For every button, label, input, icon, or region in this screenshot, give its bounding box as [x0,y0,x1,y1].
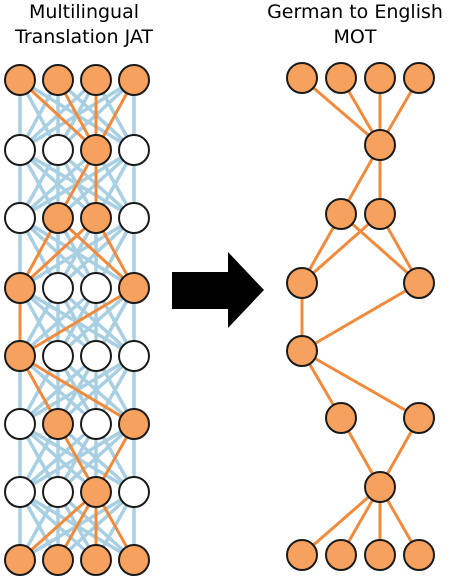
mot-node [286,539,318,571]
mot-edge [340,212,420,285]
jat-inactive-node [4,408,36,440]
jat-active-edge [19,354,135,426]
jat-active-node [42,202,74,234]
mot-edges [300,76,421,557]
jat-inactive-edge [19,216,135,290]
jat-network [4,64,150,576]
jat-active-node [80,64,112,96]
mot-node [403,402,435,434]
mot-edge [301,281,420,353]
jat-active-node [42,408,74,440]
jat-inactive-node [42,476,74,508]
mot-node [403,62,435,94]
jat-active-node [4,64,36,96]
jat-inactive-edge [56,422,136,494]
jat-active-node [118,64,150,96]
jat-inactive-edges [18,78,136,562]
mot-edge [301,485,381,557]
left-panel-title: Multilingual Translation JAT [0,0,168,50]
jat-active-node [80,134,112,166]
mot-edge [301,212,381,285]
jat-inactive-edge [18,286,98,358]
jat-inactive-node [4,476,36,508]
jat-inactive-node [118,476,150,508]
jat-active-node [118,272,150,304]
right-arrow-icon [172,252,264,328]
mot-nodes [286,62,435,571]
jat-active-node [4,272,36,304]
jat-inactive-edge [56,354,136,426]
mot-edge [301,349,420,420]
jat-active-node [4,544,36,576]
jat-active-edge [18,490,98,562]
right-panel-title: German to English MOT [250,0,460,50]
jat-active-node [118,544,150,576]
jat-inactive-node [80,340,112,372]
jat-active-edge [19,286,135,358]
mot-node [325,198,357,230]
jat-inactive-node [4,134,36,166]
mot-node [364,62,396,94]
jat-inactive-edge [18,422,98,494]
jat-inactive-node [80,272,112,304]
mot-node [364,539,396,571]
jat-inactive-edge [56,286,136,358]
jat-active-edge [56,216,136,290]
jat-inactive-node [42,134,74,166]
mot-node [286,267,318,299]
left-title-line-2: Translation JAT [15,26,153,48]
mot-edge [301,76,381,147]
mot-node [364,471,396,503]
jat-active-node [80,202,112,234]
jat-inactive-node [42,272,74,304]
jat-active-node [42,544,74,576]
mot-node [325,402,357,434]
jat-inactive-node [118,134,150,166]
mot-node [325,62,357,94]
mot-node [325,539,357,571]
mot-node [364,198,396,230]
jat-inactive-node [118,340,150,372]
right-title-line-1: German to English [267,1,443,23]
mot-network [286,62,435,571]
mot-node [403,267,435,299]
jat-active-node [4,340,36,372]
jat-inactive-node [4,202,36,234]
mot-node [364,129,396,161]
jat-active-node [80,476,112,508]
jat-nodes [4,64,150,576]
mot-node [403,539,435,571]
mot-node [286,335,318,367]
mot-node [286,62,318,94]
jat-inactive-edge [18,354,98,426]
left-title-line-1: Multilingual [28,1,140,23]
jat-active-edge [18,78,98,152]
jat-inactive-edge [18,148,98,220]
jat-inactive-node [42,340,74,372]
jat-active-node [118,408,150,440]
jat-inactive-node [80,408,112,440]
jat-active-edge [18,216,98,290]
jat-inactive-node [118,202,150,234]
right-title-line-2: MOT [333,26,377,48]
jat-active-node [80,544,112,576]
jat-active-node [42,64,74,96]
